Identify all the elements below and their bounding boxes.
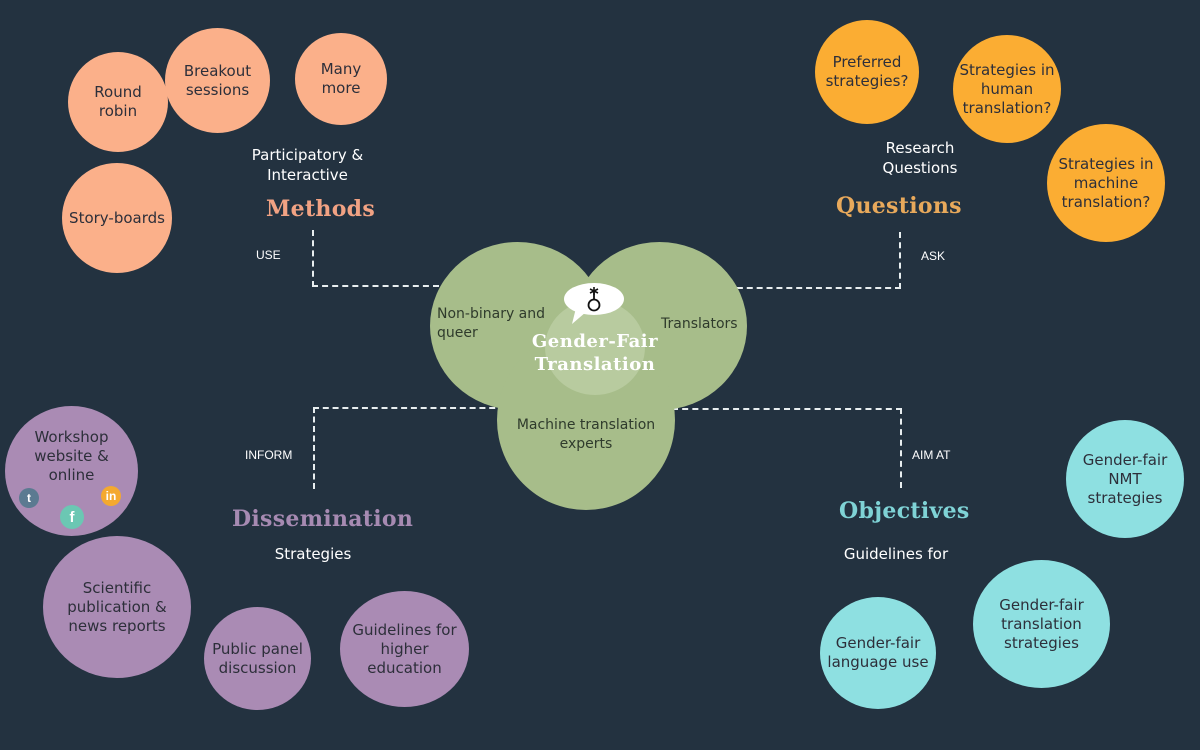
question-human-translation: Strategies in human translation? — [953, 35, 1061, 143]
questions-heading: Questions — [836, 193, 962, 219]
twitter-icon[interactable]: t — [19, 488, 39, 508]
questions-verb: ASK — [921, 249, 946, 263]
dissemination-public-panel: Public panel discussion — [204, 607, 311, 710]
methods-heading: Methods — [266, 196, 376, 222]
dissemination-verb: INFORM — [245, 448, 293, 462]
methods-subtitle: Participatory & Interactive — [251, 146, 364, 184]
connector-dissemination — [313, 407, 505, 489]
connector-methods — [312, 230, 439, 287]
dissemination-heading: Dissemination — [232, 506, 414, 532]
connector-objectives — [672, 408, 902, 488]
venn-label-mt-experts: Machine translation experts — [516, 417, 656, 452]
nonbinary-symbol-icon — [564, 283, 624, 324]
connector-questions — [727, 232, 901, 289]
facebook-icon[interactable]: f — [60, 505, 84, 529]
venn-center-highlight — [545, 300, 645, 395]
question-machine-translation: Strategies in machine translation? — [1047, 124, 1165, 242]
objective-language-use: Gender-fair language use — [820, 597, 936, 709]
linkedin-icon[interactable]: in — [101, 486, 121, 506]
venn-label-translators: Translators — [661, 316, 738, 332]
venn-label-nonbinary: Non-binary and queer — [437, 306, 546, 341]
dissemination-subtitle: Strategies — [274, 545, 352, 563]
method-round-robin: Round robin — [68, 52, 168, 152]
objective-translation-strategies: Gender-fair translation strategies — [973, 560, 1110, 688]
objectives-verb: AIM AT — [912, 448, 951, 462]
methods-verb: USE — [256, 248, 281, 262]
center-title: Gender-Fair Translation — [531, 331, 659, 375]
objective-nmt-strategies: Gender-fair NMT strategies — [1066, 420, 1184, 538]
dissemination-scientific-publication: Scientific publication & news reports — [43, 536, 191, 678]
method-breakout-sessions: Breakout sessions — [165, 28, 270, 133]
dissemination-higher-education: Guidelines for higher education — [340, 591, 469, 707]
method-many-more: Many more — [295, 33, 387, 125]
questions-subtitle: Research Questions — [882, 139, 958, 177]
objectives-heading: Objectives — [839, 498, 970, 524]
method-story-boards: Story-boards — [62, 163, 172, 273]
question-preferred-strategies: Preferred strategies? — [815, 20, 919, 124]
objectives-subtitle: Guidelines for — [843, 545, 949, 563]
